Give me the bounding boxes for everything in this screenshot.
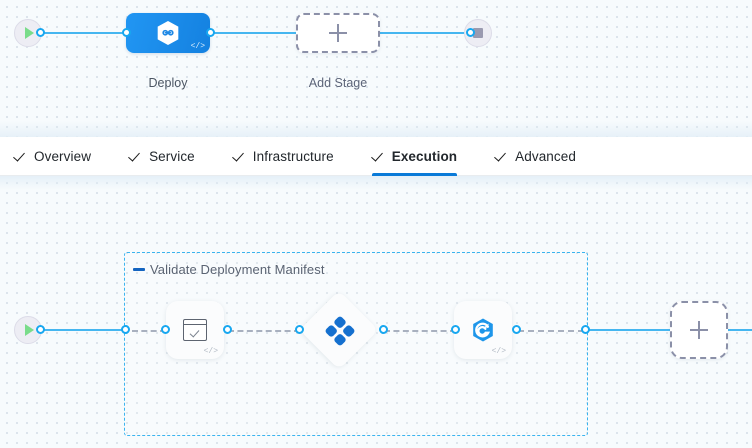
connector-dot-group-exit[interactable] xyxy=(581,325,590,334)
stage-config-tabs[interactable]: Overview Service Infrastructure Executio… xyxy=(0,137,752,176)
connector-start-to-deploy xyxy=(36,32,164,34)
check-icon xyxy=(372,150,385,163)
step-node-dry-run[interactable]: </> xyxy=(166,301,224,359)
harness-approval-icon xyxy=(325,316,355,346)
tab-advanced[interactable]: Advanced xyxy=(495,137,576,176)
connector-group-to-addstep xyxy=(586,329,670,331)
stage-code-badge[interactable]: </> xyxy=(190,42,205,51)
pipeline-start-node[interactable] xyxy=(14,19,42,47)
connector-dot-exec-start[interactable] xyxy=(36,325,45,334)
connector-rolling-to-groupexit xyxy=(518,330,584,332)
dry-run-checkbox-icon xyxy=(183,319,207,341)
stage-canvas[interactable]: </> Deploy Add Stage xyxy=(0,0,752,137)
connector-dot-dryrun-out[interactable] xyxy=(223,325,232,334)
tab-label: Overview xyxy=(34,148,92,164)
stage-label-deploy: Deploy xyxy=(148,76,188,90)
minus-icon[interactable] xyxy=(133,268,145,271)
step-group-label: Validate Deployment Manifest xyxy=(150,262,325,277)
play-icon xyxy=(25,324,34,336)
play-icon xyxy=(25,27,34,39)
connector-dot-end[interactable] xyxy=(466,28,475,37)
harness-hexagon-icon xyxy=(157,21,179,45)
check-icon xyxy=(14,150,27,163)
connector-addstep-to-right xyxy=(728,329,752,331)
tab-label: Infrastructure xyxy=(252,148,334,164)
check-icon xyxy=(129,150,142,163)
plus-icon xyxy=(690,321,708,339)
tab-infrastructure[interactable]: Infrastructure xyxy=(233,137,334,176)
step-group-header[interactable]: Validate Deployment Manifest xyxy=(133,262,325,277)
add-stage-label: Add Stage xyxy=(308,76,368,90)
tab-overview[interactable]: Overview xyxy=(14,137,91,176)
connector-start-to-group xyxy=(36,329,128,331)
tab-service[interactable]: Service xyxy=(129,137,195,176)
execution-canvas[interactable]: Validate Deployment Manifest </> Dry Run xyxy=(0,176,752,448)
step-code-badge[interactable]: </> xyxy=(491,347,506,356)
check-icon xyxy=(233,150,246,163)
connector-dot-approve-in[interactable] xyxy=(295,325,304,334)
connector-addstage-to-end xyxy=(374,32,470,34)
step-node-rolling-deployment[interactable]: </> xyxy=(454,301,512,359)
step-code-badge[interactable]: </> xyxy=(203,347,218,356)
connector-dot-rolling-out[interactable] xyxy=(512,325,521,334)
connector-dot-start[interactable] xyxy=(36,28,45,37)
check-icon xyxy=(495,150,508,163)
connector-dot-rolling-in[interactable] xyxy=(451,325,460,334)
connector-group-to-dryrun xyxy=(132,330,166,332)
connector-dot-group-entry[interactable] xyxy=(121,325,130,334)
tab-label: Execution xyxy=(391,148,458,164)
connector-dot-dryrun-in[interactable] xyxy=(161,325,170,334)
add-stage-button[interactable] xyxy=(296,13,380,53)
connector-deploy-to-addstage xyxy=(210,32,302,34)
checkmark-icon xyxy=(189,327,200,338)
tab-label: Service xyxy=(149,148,195,164)
connector-dot-deploy-in[interactable] xyxy=(122,28,131,37)
tab-label: Advanced xyxy=(515,148,576,164)
plus-icon xyxy=(329,24,347,42)
connector-dryrun-to-approve xyxy=(228,330,300,332)
tab-execution[interactable]: Execution xyxy=(371,137,458,176)
connector-dot-deploy-out[interactable] xyxy=(206,28,215,37)
stop-icon xyxy=(473,28,483,38)
connector-approve-to-rolling xyxy=(384,330,456,332)
add-step-button[interactable] xyxy=(670,301,728,359)
rolling-deployment-icon xyxy=(473,318,493,342)
connector-dot-approve-out[interactable] xyxy=(379,325,388,334)
stage-node-deploy[interactable]: </> xyxy=(126,13,210,53)
